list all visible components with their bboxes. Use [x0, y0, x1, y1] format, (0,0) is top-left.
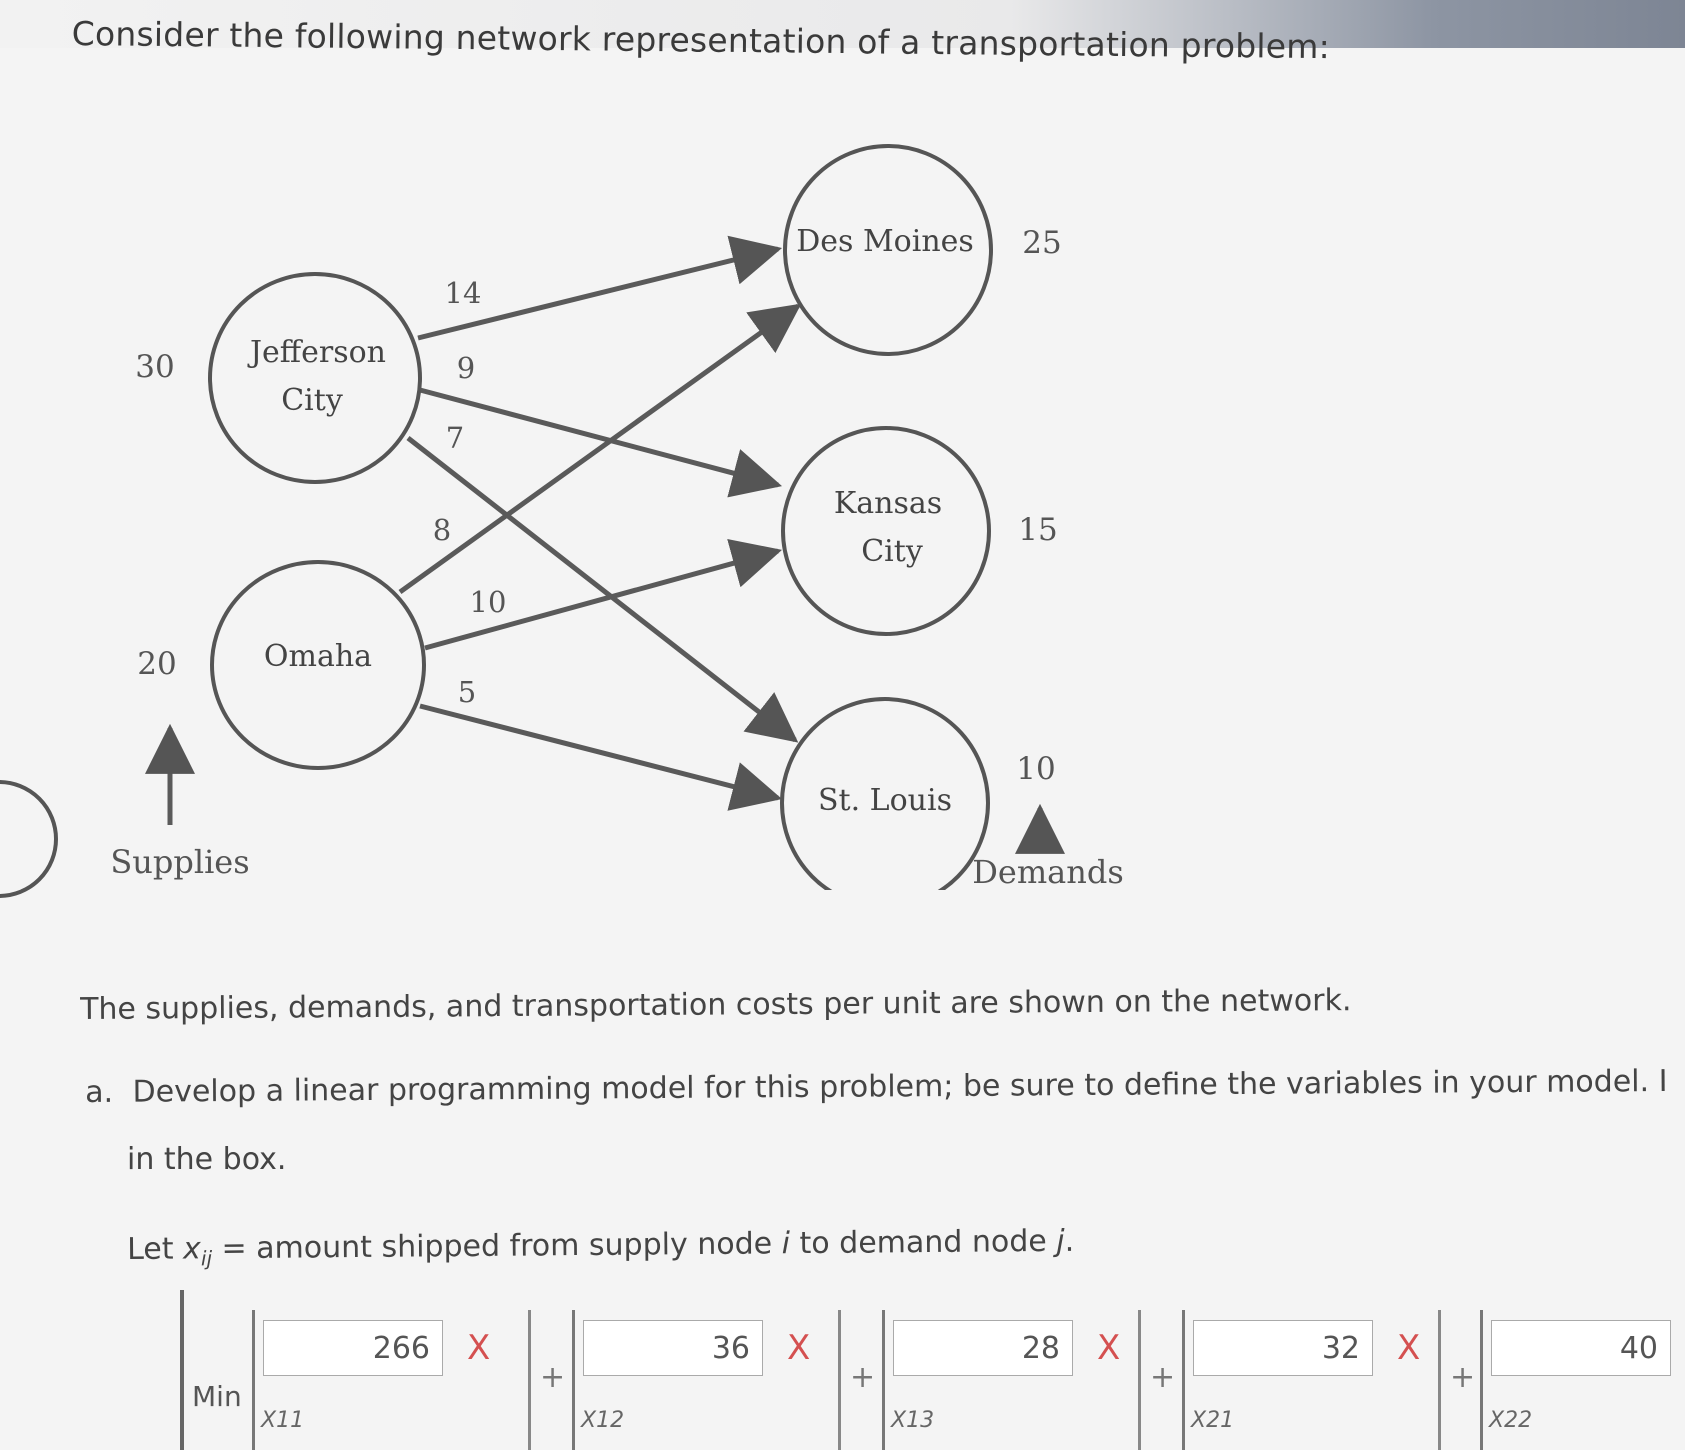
objective-term: 28 X X13	[882, 1310, 1120, 1450]
node-omaha	[210, 560, 426, 770]
let-sub: ij	[200, 1246, 213, 1271]
supply-omaha: 20	[137, 646, 176, 682]
question-line1: Develop a linear programming model for t…	[132, 1063, 1668, 1110]
arc-om-dm	[398, 303, 802, 595]
arc-jc-sl	[406, 436, 799, 743]
plus-sign: +	[1150, 1360, 1176, 1395]
arc-jc-dm	[417, 235, 783, 341]
cost-jc-dm: 14	[445, 276, 482, 310]
incorrect-mark-icon: X	[1397, 1328, 1421, 1368]
network-arcs	[145, 235, 1065, 854]
variable-label-x21: X21	[1191, 1408, 1235, 1433]
cost-jc-sl: 7	[446, 421, 464, 455]
question-a: a. Develop a linear programming model fo…	[85, 1064, 1668, 1110]
coefficient-input-x12[interactable]: 36	[583, 1320, 763, 1376]
node-label-sl: St. Louis	[818, 783, 952, 818]
node-kansas-city	[781, 426, 991, 636]
plus-sign: +	[540, 1360, 566, 1395]
term-separator	[1138, 1310, 1141, 1450]
let-rest: = amount shipped from supply node	[211, 1226, 782, 1267]
demands-label: Demands	[972, 853, 1124, 890]
coefficient-input-x22[interactable]: 40	[1491, 1320, 1671, 1376]
arc-om-kc	[424, 539, 783, 651]
arc-om-sl	[419, 703, 783, 811]
objective-term: 266 X X11	[252, 1310, 490, 1450]
incorrect-mark-icon: X	[467, 1328, 491, 1368]
supplies-label: Supplies	[110, 843, 249, 881]
let-var: x	[182, 1231, 202, 1267]
cost-om-dm: 8	[433, 513, 451, 547]
coefficient-input-x13[interactable]: 28	[893, 1320, 1073, 1376]
term-separator	[1438, 1310, 1441, 1450]
cost-om-sl: 5	[458, 675, 476, 709]
node-label-kc-2: City	[861, 534, 923, 569]
node-label-jc-1: Jefferson	[247, 335, 386, 370]
let-prefix: Let	[127, 1231, 184, 1267]
arc-jc-kc	[419, 387, 783, 498]
question-line2: in the box.	[127, 1142, 287, 1177]
node-label-dm: Des Moines	[796, 224, 974, 259]
term-separator	[528, 1310, 531, 1450]
node-label-omaha: Omaha	[264, 639, 372, 674]
transportation-network-diagram: Jefferson City Omaha Des Moines Kansas C…	[110, 144, 1124, 890]
objective-term: 40 X22	[1480, 1310, 1671, 1450]
variable-label-x12: X12	[581, 1408, 625, 1433]
variable-label-x13: X13	[891, 1408, 935, 1433]
coefficient-input-x21[interactable]: 32	[1193, 1320, 1373, 1376]
cost-jc-kc: 9	[457, 351, 475, 385]
variable-definition: Let xij = amount shipped from supply nod…	[127, 1224, 1074, 1271]
node-jefferson-city	[208, 272, 422, 484]
objective-function-row: Min 266 X X11 + 36 X X12 + 28 X X13 + 32…	[180, 1290, 1685, 1450]
plus-sign: +	[850, 1360, 876, 1395]
node-des-moines	[783, 144, 993, 356]
problem-paragraph: The supplies, demands, and transportatio…	[80, 983, 1352, 1027]
min-label: Min	[192, 1380, 242, 1413]
objective-term: 32 X X21	[1182, 1310, 1420, 1450]
node-st-louis	[780, 697, 990, 890]
demand-kc: 15	[1018, 512, 1057, 548]
variable-label-x11: X11	[261, 1408, 305, 1433]
top-bar	[0, 0, 1685, 48]
plus-sign: +	[1450, 1360, 1476, 1395]
objective-term: 36 X X12	[572, 1310, 810, 1450]
question-marker: a.	[85, 1074, 114, 1110]
let-mid: to demand node	[789, 1223, 1057, 1262]
let-i: i	[781, 1226, 791, 1262]
demand-dm: 25	[1022, 225, 1061, 261]
variable-label-x22: X22	[1489, 1408, 1533, 1433]
node-label-kc-1: Kansas	[834, 486, 942, 521]
incorrect-mark-icon: X	[1097, 1328, 1121, 1368]
cost-om-kc: 10	[470, 585, 507, 619]
incorrect-mark-icon: X	[787, 1328, 811, 1368]
demand-sl: 10	[1016, 751, 1055, 787]
term-separator	[838, 1310, 841, 1450]
let-j: j	[1056, 1223, 1065, 1259]
supply-jc: 30	[135, 349, 174, 385]
coefficient-input-x11[interactable]: 266	[263, 1320, 443, 1376]
node-label-jc-2: City	[281, 383, 343, 418]
let-end: .	[1064, 1223, 1075, 1259]
